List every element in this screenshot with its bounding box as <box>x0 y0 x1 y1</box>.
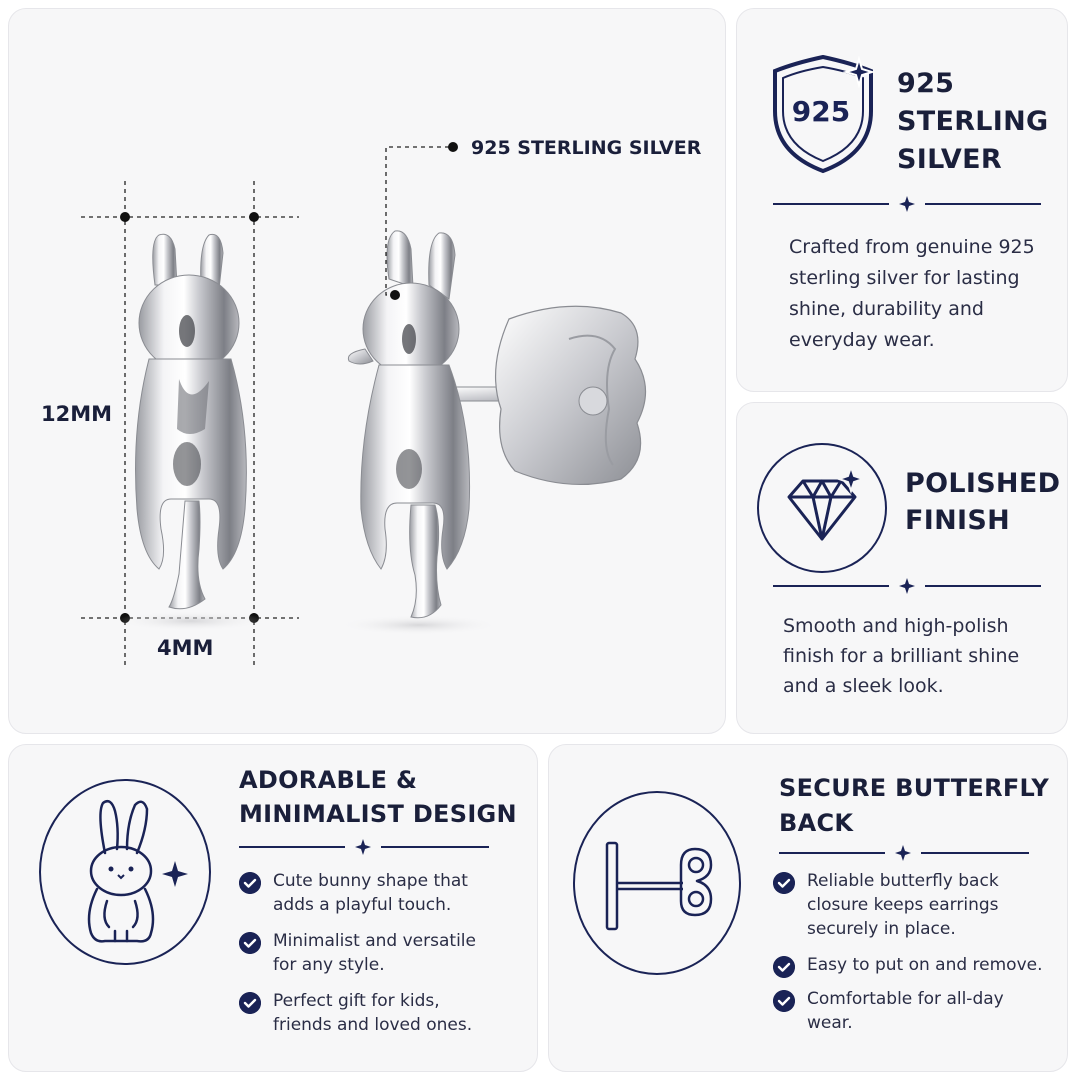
height-dimension-label: 12MM <box>41 402 113 426</box>
earring-product-illustration: 925 STERLING SILVER <box>81 137 702 667</box>
check-circle-icon <box>773 990 795 1012</box>
check-circle-icon <box>239 872 261 894</box>
check-circle-icon <box>239 992 261 1014</box>
title-line: STERLING <box>897 106 1049 137</box>
title-line: 925 <box>897 68 955 99</box>
title-line: MINIMALIST DESIGN <box>239 800 517 828</box>
title-line: ADORABLE & <box>239 766 418 794</box>
butterfly-back-title: SECURE BUTTERFLY BACK <box>779 771 1049 841</box>
section-divider <box>239 839 489 855</box>
bullet-text: Easy to put on and remove. <box>807 955 1043 975</box>
feature-card-butterfly-back: SECURE BUTTERFLY BACK Reliable butterfly… <box>548 744 1068 1072</box>
icon-circle <box>757 443 887 573</box>
polished-finish-title: POLISHED FINISH <box>905 465 1060 539</box>
sterling-silver-title: 925 STERLING SILVER <box>897 65 1049 179</box>
title-line: SILVER <box>897 144 1002 175</box>
product-image-card: 925 STERLING SILVER 12MM 4MM <box>8 8 726 734</box>
diamond-icon <box>787 463 867 541</box>
design-bullet-list: Cute bunny shape that adds a playful tou… <box>239 869 499 1037</box>
check-circle-icon <box>773 872 795 894</box>
earring-side-view <box>347 230 647 619</box>
feature-card-polished-finish: POLISHED FINISH Smooth and high-polish f… <box>736 402 1068 734</box>
shield-badge-text: 925 <box>792 95 850 128</box>
title-line: FINISH <box>905 505 1010 536</box>
butterfly-back-icon <box>605 841 713 931</box>
icon-circle <box>573 791 741 975</box>
dimension-guides <box>81 181 299 667</box>
list-item: Comfortable for all-day wear. <box>773 987 1043 1035</box>
sparkle-icon <box>899 578 915 594</box>
list-item: Minimalist and versatile for any style. <box>239 929 499 977</box>
bullet-text: Comfortable for all-day wear. <box>807 989 1004 1033</box>
sparkle-icon <box>899 196 915 212</box>
sparkle-icon <box>355 839 371 855</box>
check-circle-icon <box>239 932 261 954</box>
sterling-silver-description: Crafted from genuine 925 sterling silver… <box>789 236 1035 351</box>
section-divider <box>773 578 1041 594</box>
list-item: Easy to put on and remove. <box>773 953 1043 978</box>
list-item: Perfect gift for kids, friends and loved… <box>239 989 499 1037</box>
check-circle-icon <box>773 956 795 978</box>
section-divider <box>773 196 1041 212</box>
material-callout-line <box>385 146 449 296</box>
butterfly-bullet-list: Reliable butterfly back closure keeps ea… <box>773 869 1043 1035</box>
list-item: Cute bunny shape that adds a playful tou… <box>239 869 499 917</box>
bullet-text: Perfect gift for kids, friends and loved… <box>273 991 473 1035</box>
icon-circle <box>39 779 211 965</box>
material-callout-label: 925 STERLING SILVER <box>471 137 702 159</box>
bullet-text: Minimalist and versatile for any style. <box>273 931 476 975</box>
adorable-design-title: ADORABLE & MINIMALIST DESIGN <box>239 763 517 831</box>
title-line: SECURE BUTTERFLY <box>779 774 1050 802</box>
polished-finish-description: Smooth and high-polish finish for a bril… <box>783 615 1020 697</box>
title-line: BACK <box>779 809 854 837</box>
feature-card-sterling-silver: 925 925 STERLING SILVER Crafted from gen… <box>736 8 1068 392</box>
list-item: Reliable butterfly back closure keeps ea… <box>773 869 1043 941</box>
feature-card-adorable-design: ADORABLE & MINIMALIST DESIGN Cute bunny … <box>8 744 538 1072</box>
bullet-text: Cute bunny shape that adds a playful tou… <box>273 871 468 915</box>
earring-front-view <box>135 233 247 610</box>
section-divider <box>779 845 1029 861</box>
width-dimension-label: 4MM <box>157 636 214 660</box>
bunny-icon <box>87 800 188 943</box>
bullet-text: Reliable butterfly back closure keeps ea… <box>807 871 999 939</box>
shield-925-icon: 925 <box>773 54 876 174</box>
title-line: POLISHED <box>905 468 1061 499</box>
sparkle-icon <box>895 845 911 861</box>
